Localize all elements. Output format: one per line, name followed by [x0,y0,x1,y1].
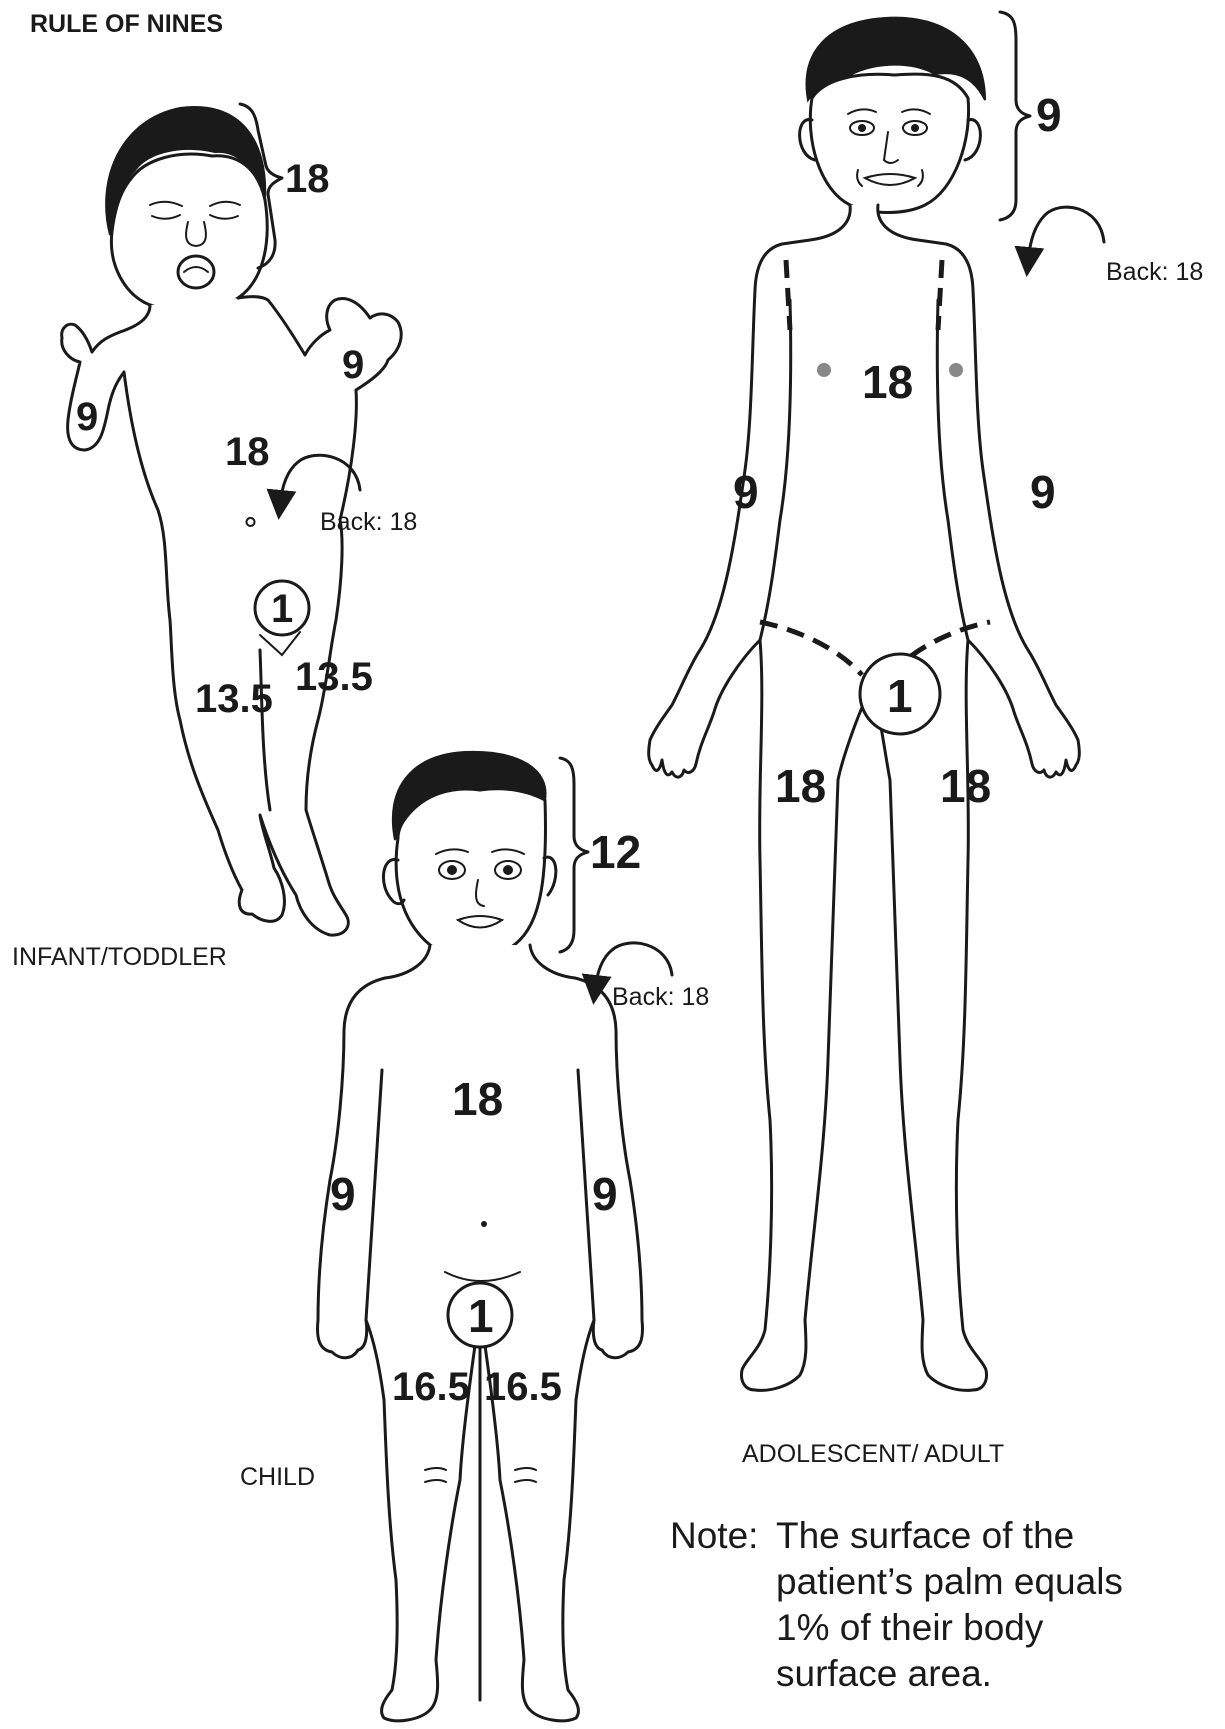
infant-leg-right-value: 13.5 [295,655,373,699]
child-arm-right-value: 9 [592,1168,618,1220]
infant-arm-left-value: 9 [76,395,98,439]
child-genitals-value: 1 [468,1290,494,1342]
infant-figure: 18 9 9 18 Back: 18 1 13.5 13.5 INFANT/TO… [12,104,417,971]
diagram-title: RULE OF NINES [30,10,223,38]
adult-head [810,74,968,212]
adult-trunk-value: 18 [862,356,913,408]
child-head-bracket [560,758,588,952]
adult-head-value: 9 [1036,89,1062,141]
note-prefix: Note: [670,1515,758,1556]
infant-arm-right-value: 9 [342,343,364,387]
adult-label: ADOLESCENT/ ADULT [742,1440,1004,1468]
child-head [396,789,545,958]
adult-arm-right-value: 9 [1030,466,1056,518]
child-leg-right-value: 16.5 [484,1365,562,1409]
note-line-3: 1% of their body [776,1607,1044,1648]
adult-back-label: Back: 18 [1106,258,1203,286]
adult-genitals-value: 1 [887,670,913,722]
adult-back-arrow [1028,207,1104,262]
adult-nipple-right [949,363,963,377]
adult-nipple-left [817,363,831,377]
infant-label: INFANT/TODDLER [12,943,227,971]
infant-leg-left-value: 13.5 [195,677,273,721]
note-line-4: surface area. [776,1653,992,1694]
child-back-label: Back: 18 [612,983,709,1011]
child-label: CHILD [240,1463,315,1491]
note-block: Note: The surface of the patient’s palm … [670,1515,1123,1694]
note-line-1: The surface of the [776,1515,1074,1556]
child-leg-left-value: 16.5 [392,1365,470,1409]
child-arm-left-value: 9 [330,1168,356,1220]
infant-trunk-value: 18 [225,430,270,474]
note-line-2: patient’s palm equals [776,1561,1123,1602]
adult-head-bracket [1000,12,1030,220]
infant-genitals-value: 1 [271,587,293,631]
child-trunk-value: 18 [452,1073,503,1125]
child-navel [481,1221,487,1227]
adult-arm-left-value: 9 [733,466,759,518]
infant-back-label: Back: 18 [320,508,417,536]
adult-figure: 9 Back: 18 18 9 9 1 18 18 ADOLESCENT/ AD… [649,12,1204,1468]
adult-leg-left-value: 18 [775,760,826,812]
infant-head-value: 18 [285,157,330,201]
adult-leg-right-value: 18 [940,760,991,812]
infant-body-outline [62,297,402,935]
child-head-value: 12 [590,826,641,878]
